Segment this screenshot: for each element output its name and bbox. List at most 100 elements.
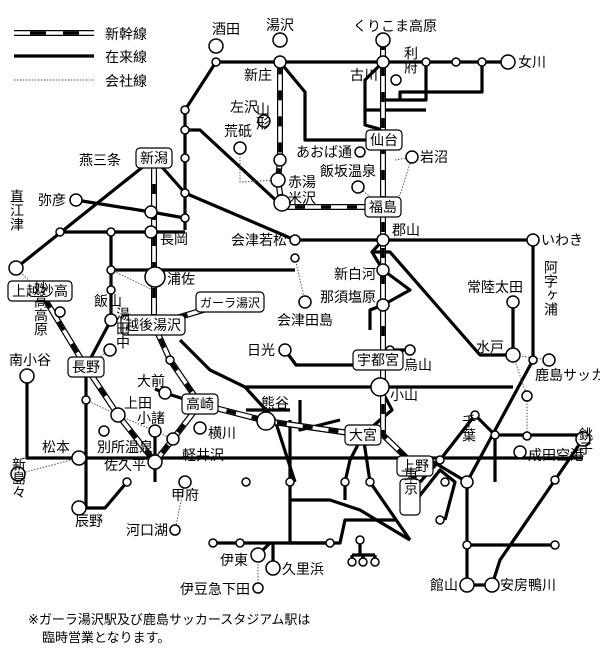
- station-node-tsubamesanjo[interactable]: [144, 205, 158, 219]
- station-node-shinshimashima[interactable]: [10, 466, 26, 482]
- station-node-ito[interactable]: [250, 547, 266, 563]
- station-node-kurihama[interactable]: [265, 560, 281, 576]
- station-node-aterazawa[interactable]: [257, 114, 271, 128]
- station-label-kurikoma[interactable]: くりこま高原: [353, 18, 437, 35]
- station-label-tatsuno[interactable]: 辰野: [75, 514, 103, 530]
- station-label-kashima[interactable]: 鹿島サッカースタジアム: [535, 367, 600, 384]
- station-node-iiyama[interactable]: [104, 313, 118, 327]
- station-label-matsumoto[interactable]: 松本: [42, 440, 70, 456]
- station-node-aizuwakamatsu[interactable]: [289, 234, 301, 246]
- station-node-yuzawa[interactable]: [272, 32, 288, 48]
- station-label-nikko[interactable]: 日光: [247, 343, 275, 359]
- station-node-onagawa[interactable]: [500, 54, 516, 70]
- station-node-nikko[interactable]: [278, 343, 292, 357]
- station-label-shinshimashima[interactable]: 新島々: [10, 457, 26, 499]
- station-label-onagawa[interactable]: 女川: [518, 54, 546, 71]
- station-label-aizutajima[interactable]: 会津田島: [277, 313, 333, 329]
- station-node-mito[interactable]: [505, 347, 521, 363]
- station-node-yonezawa[interactable]: [273, 194, 291, 212]
- station-node-tateyama[interactable]: [459, 577, 475, 593]
- station-label-aizuwakamatsu[interactable]: 会津若松: [231, 233, 287, 249]
- station-label-yamagata[interactable]: 山形: [254, 102, 270, 130]
- station-label-gala[interactable]: ガーラ湯沢: [195, 291, 265, 313]
- station-label-yudanaka[interactable]: 湯田中: [114, 306, 130, 349]
- station-node-yamagata[interactable]: [273, 153, 287, 167]
- station-node-myokokogen[interactable]: [54, 306, 66, 318]
- station-node-izukyu[interactable]: [252, 582, 264, 594]
- station-node-rifu[interactable]: [390, 74, 402, 86]
- station-label-ito[interactable]: 伊東: [220, 553, 248, 569]
- station-label-nagaoka[interactable]: 長岡: [160, 232, 188, 248]
- station-label-yuzawa[interactable]: 湯沢: [266, 17, 294, 34]
- station-label-izukyu[interactable]: 伊豆急下田: [180, 582, 250, 598]
- station-label-sakudaira[interactable]: 佐久平: [104, 458, 146, 474]
- station-label-sendai[interactable]: 仙台: [365, 129, 403, 151]
- station-label-niigata[interactable]: 新潟: [135, 147, 173, 169]
- station-label-urasa[interactable]: 浦佐: [167, 272, 195, 288]
- station-label-omiya[interactable]: 大宮: [344, 424, 382, 446]
- station-node-iizaka[interactable]: [351, 180, 365, 194]
- station-node-aizutajima[interactable]: [298, 295, 312, 309]
- station-node-kumagaya[interactable]: [256, 411, 276, 431]
- station-node-akayu[interactable]: [270, 172, 286, 188]
- station-node-arato[interactable]: [233, 141, 247, 155]
- station-label-karuizawa[interactable]: 軽井沢: [182, 448, 224, 464]
- station-label-narita[interactable]: 成田空港: [528, 448, 584, 464]
- station-label-tsubamesanjo[interactable]: 燕三条: [79, 152, 121, 169]
- station-node-matsumoto[interactable]: [71, 450, 87, 466]
- station-node-naoetsu[interactable]: [8, 260, 24, 276]
- station-label-nagano[interactable]: 長野: [67, 356, 105, 378]
- station-label-chiba[interactable]: 千葉: [460, 414, 476, 442]
- station-label-tokyo[interactable]: 東京: [399, 467, 421, 516]
- station-label-echigoyuzawa[interactable]: 越後湯沢: [120, 314, 186, 336]
- station-label-rifu[interactable]: 利府: [402, 46, 418, 75]
- station-label-aterazawa[interactable]: 左沢: [230, 100, 258, 116]
- station-label-kumagaya[interactable]: 熊谷: [261, 396, 289, 412]
- station-node-iwanuma[interactable]: [405, 150, 419, 164]
- station-node-iwaki[interactable]: [526, 233, 540, 247]
- station-label-karasuyama[interactable]: 烏山: [404, 357, 432, 374]
- station-node-shinshirakawa[interactable]: [376, 263, 390, 277]
- station-label-bessho[interactable]: 別所温泉: [97, 439, 153, 456]
- station-label-iiyama[interactable]: 飯山: [94, 293, 122, 310]
- station-node-omae[interactable]: [158, 386, 172, 400]
- station-label-utsunomiya[interactable]: 宇都宮: [352, 349, 404, 371]
- station-label-choshi[interactable]: 銚子: [577, 427, 593, 455]
- station-label-aobadori[interactable]: あおば通: [296, 145, 352, 161]
- station-label-ueno[interactable]: 上野: [396, 455, 434, 477]
- station-node-urasa[interactable]: [144, 266, 166, 288]
- station-node-choshi[interactable]: [575, 431, 591, 447]
- station-label-takasaki[interactable]: 高崎: [181, 393, 219, 415]
- station-label-shinshirakawa[interactable]: 新白河: [334, 267, 376, 283]
- station-label-shinjo[interactable]: 新庄: [244, 67, 272, 84]
- station-label-kofu[interactable]: 甲府: [171, 488, 199, 504]
- station-node-sakata[interactable]: [208, 38, 224, 54]
- station-label-koriyama[interactable]: 郡山: [392, 223, 420, 239]
- station-label-awakamogawa[interactable]: 安房鴨川: [500, 578, 556, 594]
- station-label-yonezawa[interactable]: 米沢: [288, 191, 316, 207]
- station-node-karasuyama[interactable]: [404, 344, 416, 356]
- station-node-kofu[interactable]: [178, 475, 192, 489]
- station-label-kawaguchiko[interactable]: 河口湖: [126, 523, 168, 539]
- station-node-yudanaka[interactable]: [103, 343, 117, 357]
- station-node-ajigaura[interactable]: [542, 353, 556, 367]
- station-label-omae[interactable]: 大前: [137, 373, 165, 390]
- station-node-nagaoka[interactable]: [144, 225, 158, 239]
- station-label-yokokawa[interactable]: 横川: [208, 426, 236, 442]
- station-node-shinjo[interactable]: [273, 55, 287, 69]
- station-node-kawaguchiko[interactable]: [169, 524, 181, 536]
- station-node-kashima[interactable]: [521, 390, 533, 402]
- station-label-furukawa[interactable]: 古川: [350, 68, 378, 84]
- station-label-akayu[interactable]: 赤湯: [288, 174, 316, 191]
- station-node-sakudaira[interactable]: [147, 454, 163, 470]
- station-node-nasushiobara[interactable]: [376, 298, 390, 312]
- station-node-ueda[interactable]: [110, 407, 126, 423]
- station-label-myokokogen[interactable]: 妙高高原: [32, 280, 48, 336]
- station-node-tatsuno[interactable]: [71, 500, 87, 516]
- station-node-furukawa[interactable]: [376, 55, 390, 69]
- station-label-tateyama[interactable]: 館山: [430, 577, 458, 594]
- station-node-oyama[interactable]: [370, 377, 390, 397]
- station-label-yahiko[interactable]: 弥彦: [38, 192, 66, 209]
- station-node-awakamogawa[interactable]: [484, 577, 500, 593]
- station-label-komoro[interactable]: 小諸: [137, 411, 165, 427]
